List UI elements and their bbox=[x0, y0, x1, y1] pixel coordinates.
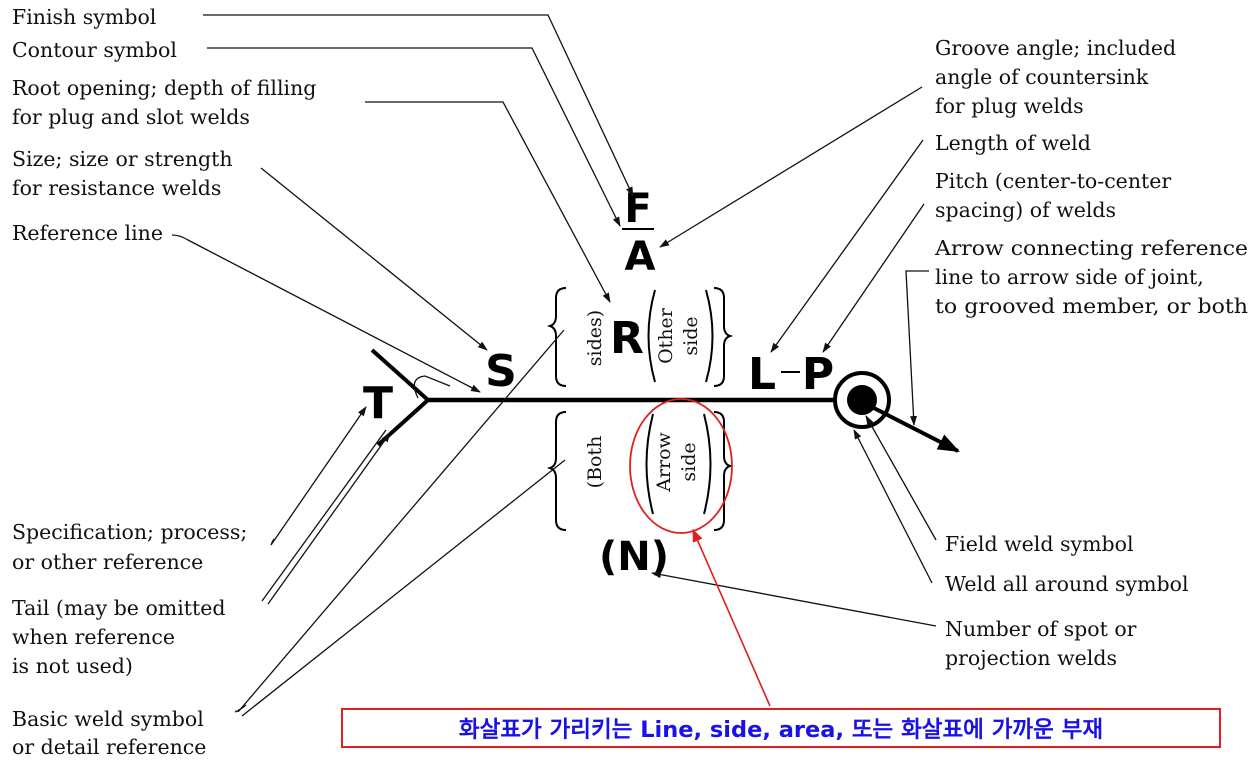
contour-symbol-label: Contour symbol bbox=[12, 38, 177, 62]
tail-label-line2: when reference bbox=[12, 625, 175, 649]
pitch-leader bbox=[822, 203, 925, 353]
field-weld-leader bbox=[865, 415, 937, 541]
korean-caption-text: 화살표가 가리키는 Line, side, area, 또는 화살표에 가까운 … bbox=[458, 717, 1104, 743]
groove-angle-letter: A bbox=[625, 234, 656, 280]
finish-symbol-leader bbox=[203, 14, 634, 197]
contour-symbol-leader bbox=[207, 47, 621, 227]
pitch-letter: P bbox=[802, 349, 834, 400]
arrow-side-paren-right bbox=[703, 413, 712, 515]
field-weld-label: Field weld symbol bbox=[945, 532, 1134, 556]
size-leader bbox=[260, 167, 488, 351]
specification-label-line2: or other reference bbox=[12, 550, 203, 574]
tail-leader-2 bbox=[267, 432, 391, 605]
tail-upper bbox=[370, 348, 430, 402]
basic-weld-leader-1 bbox=[237, 329, 565, 713]
arrow-connecting-label-line1: Arrow connecting reference bbox=[934, 236, 1248, 260]
length-of-weld-label: Length of weld bbox=[935, 131, 1091, 155]
groove-angle-leader bbox=[659, 86, 923, 248]
tail-label-line1: Tail (may be omitted bbox=[12, 596, 226, 620]
arrow-connecting-label-line2: line to arrow side of joint, bbox=[935, 265, 1204, 289]
spot-welds-label-line1: Number of spot or bbox=[945, 617, 1137, 641]
weld-all-around-label: Weld all around symbol bbox=[945, 572, 1189, 596]
korean-caption-box: 화살표가 가리키는 Line, side, area, 또는 화살표에 가까운 … bbox=[341, 708, 1221, 748]
weld-all-around-leader bbox=[853, 429, 933, 584]
number-of-welds-symbol: (N) bbox=[599, 534, 669, 580]
arrow-side-highlight-ellipse bbox=[629, 398, 733, 534]
both-sides-text-top: sides) bbox=[584, 310, 606, 366]
length-letter: L bbox=[748, 349, 776, 400]
arrow-connecting-label-line3: to grooved member, or both bbox=[935, 294, 1248, 318]
both-sides-text-bottom: (Both bbox=[584, 436, 606, 489]
root-opening-label-line1: Root opening; depth of filling bbox=[12, 76, 316, 100]
arrow-side-text-line1: Arrow bbox=[653, 431, 675, 492]
basic-weld-label-line2: or detail reference bbox=[12, 735, 206, 759]
other-side-text-line1: Other bbox=[655, 307, 677, 364]
basic-weld-leader-2 bbox=[241, 459, 566, 717]
other-side-text-line2: side bbox=[680, 316, 702, 355]
groove-angle-label-line1: Groove angle; included bbox=[935, 36, 1176, 60]
number-of-welds-leader bbox=[651, 571, 937, 627]
length-leader bbox=[770, 139, 924, 353]
specification-label-line1: Specification; process; bbox=[12, 520, 247, 544]
both-sides-brace-top bbox=[546, 287, 567, 387]
both-sides-brace-bottom bbox=[546, 411, 567, 531]
size-label-line2: for resistance welds bbox=[12, 176, 221, 200]
size-label-line1: Size; size or strength bbox=[12, 147, 233, 171]
size-letter: S bbox=[485, 346, 517, 397]
specification-leader bbox=[270, 406, 367, 546]
groove-angle-label-line2: angle of countersink bbox=[935, 65, 1149, 89]
finish-symbol-letter: F bbox=[624, 186, 651, 232]
root-opening-label-line2: for plug and slot welds bbox=[12, 105, 250, 129]
arrow-side-brace-right bbox=[713, 411, 734, 531]
tail-label-line3: is not used) bbox=[12, 654, 133, 678]
arrow-connecting-leader bbox=[905, 270, 929, 426]
basic-weld-leader-hook bbox=[234, 704, 247, 713]
root-opening-letter: R bbox=[610, 313, 644, 364]
tail-curl bbox=[413, 375, 451, 399]
root-opening-leader bbox=[365, 101, 611, 303]
basic-weld-label-line1: Basic weld symbol bbox=[12, 707, 204, 731]
reference-line-leader bbox=[171, 234, 481, 393]
groove-angle-label-line3: for plug welds bbox=[935, 94, 1084, 118]
field-weld-dot bbox=[847, 385, 877, 415]
arrow-side-paren-left bbox=[645, 413, 654, 515]
other-side-brace-right bbox=[713, 287, 734, 387]
pitch-label-line1: Pitch (center-to-center bbox=[935, 169, 1171, 193]
other-side-paren-left bbox=[647, 289, 656, 383]
finish-symbol-label: Finish symbol bbox=[12, 5, 156, 29]
arrow-side-text-line2: side bbox=[678, 442, 700, 481]
tail-specification-letter: T bbox=[363, 378, 393, 429]
spot-welds-label-line2: projection welds bbox=[945, 646, 1117, 670]
tail-leader-1 bbox=[261, 429, 387, 602]
reference-line-label: Reference line bbox=[12, 221, 163, 245]
pitch-label-line2: spacing) of welds bbox=[935, 198, 1116, 222]
caption-pointer-arrow bbox=[692, 528, 771, 707]
arrow-to-joint bbox=[865, 402, 960, 453]
other-side-paren-right bbox=[705, 289, 714, 383]
